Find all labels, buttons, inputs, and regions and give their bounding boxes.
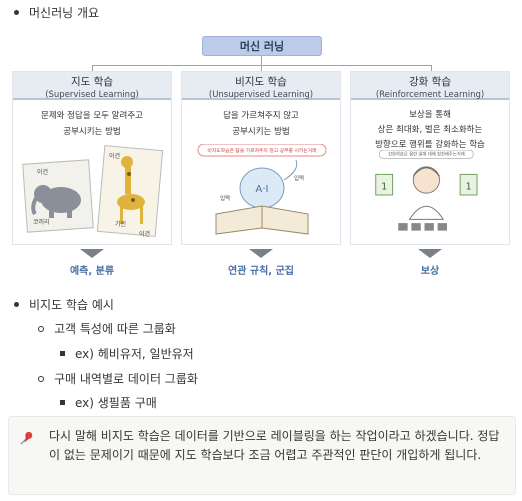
machine-learning-diagram: 머신 러닝 지도 학습 (Supervised Learning) 문제와 정답…	[12, 34, 512, 280]
list-item-text: ex) 생필품 구매	[75, 396, 157, 410]
outcome-label: 보상	[420, 266, 440, 277]
card-title: 비지도 학습	[235, 76, 287, 88]
list-item: 구매 내역별로 데이터 그룹화	[38, 370, 198, 387]
outcome-label: 예측, 분류	[69, 266, 115, 277]
list-item: ex) 헤비유저, 일반유저	[60, 345, 194, 362]
elephant-giraffe-illustration: 이건 코끼리 이건 기린 이건	[22, 145, 164, 238]
connector-line	[92, 65, 432, 66]
illus-label: 기린	[115, 220, 126, 228]
card-description: 문제와 정답을 모두 알려주고 공부시키는 방법	[41, 111, 143, 137]
bullet-square	[60, 351, 65, 356]
down-arrow-icon	[418, 249, 442, 258]
card-title: 지도 학습	[71, 76, 113, 88]
bullet-circle	[38, 325, 44, 332]
callout-box: 다시 말해 비지도 학습은 데이터를 기반으로 레이블링을 하는 작업이라고 하…	[8, 416, 516, 495]
list-item-text: 구매 내역별로 데이터 그룹화	[54, 372, 198, 386]
list-item: 고객 특성에 따른 그룹화	[38, 320, 176, 337]
outcome-label: 연관 규칙, 군집	[228, 266, 294, 277]
robot-label: A·I	[256, 184, 269, 195]
reinforcement-learning-card: 강화 학습 (Reinforcement Learning) 보상을 통해 상은…	[350, 71, 510, 245]
connector-line	[92, 65, 93, 71]
illus-label: 이건	[37, 168, 48, 176]
score-card: 1	[381, 181, 387, 192]
card-description: 보상을 통해 상은 최대화, 벌은 최소화하는 방향으로 행위를 강화하는 학습	[375, 110, 485, 150]
card-subtitle: (Reinforcement Learning)	[375, 90, 485, 100]
illus-label: 이건	[109, 152, 120, 160]
bullet-circle	[38, 375, 44, 382]
connector-line	[261, 56, 262, 65]
illus-label: 입력	[294, 174, 304, 182]
illus-label: 입력	[220, 194, 230, 202]
connector-line	[261, 65, 262, 71]
card-header: 강화 학습 (Reinforcement Learning)	[351, 72, 509, 100]
pushpin-icon	[20, 431, 33, 445]
teacher-reward-illustration: 강화학습은 잘한 일에 대해 칭찬해주는거래 1 1	[375, 150, 478, 231]
score-card: 1	[466, 181, 472, 192]
list-item: 비지도 학습 예시	[14, 296, 114, 313]
unsupervised-learning-card: 비지도 학습 (Unsupervised Learning) 답을 가르쳐주지 …	[181, 71, 341, 245]
speech-note: 비지도학습은 답을 가르쳐주지 않고 공부를 시키는거래	[207, 147, 316, 154]
card-description: 답을 가르쳐주지 않고 공부시키는 방법	[223, 111, 299, 137]
list-item-text: ex) 헤비유저, 일반유저	[75, 347, 194, 361]
bullet-dot	[14, 302, 19, 307]
list-item-text: 머신러닝 개요	[29, 6, 100, 20]
card-header: 지도 학습 (Supervised Learning)	[13, 72, 171, 100]
speech-note: 강화학습은 잘한 일에 대해 칭찬해주는거래	[388, 151, 465, 158]
list-item: ex) 생필품 구매	[60, 394, 157, 411]
card-subtitle: (Supervised Learning)	[45, 90, 139, 100]
list-item-overview: 머신러닝 개요	[14, 4, 99, 21]
robot-reading-illustration: 비지도학습은 답을 가르쳐주지 않고 공부를 시키는거래 A·I 입력 입력	[197, 144, 327, 235]
card-header: 비지도 학습 (Unsupervised Learning)	[182, 72, 340, 100]
supervised-learning-card: 지도 학습 (Supervised Learning) 문제와 정답을 모두 알…	[12, 71, 172, 245]
callout-text: 다시 말해 비지도 학습은 데이터를 기반으로 레이블링을 하는 작업이라고 하…	[49, 429, 500, 462]
list-item-text: 고객 특성에 따른 그룹화	[54, 322, 176, 336]
bullet-square	[60, 400, 65, 405]
card-subtitle: (Unsupervised Learning)	[208, 90, 314, 100]
connector-line	[431, 65, 432, 71]
bullet-dot	[14, 10, 19, 15]
illus-label: 코끼리	[33, 218, 50, 226]
down-arrow-icon	[249, 249, 273, 258]
list-item-text: 비지도 학습 예시	[29, 298, 114, 312]
diagram-title: 머신 러닝	[202, 36, 322, 56]
card-title: 강화 학습	[409, 76, 451, 88]
down-arrow-icon	[80, 249, 104, 258]
illus-label: 이건	[139, 230, 150, 238]
